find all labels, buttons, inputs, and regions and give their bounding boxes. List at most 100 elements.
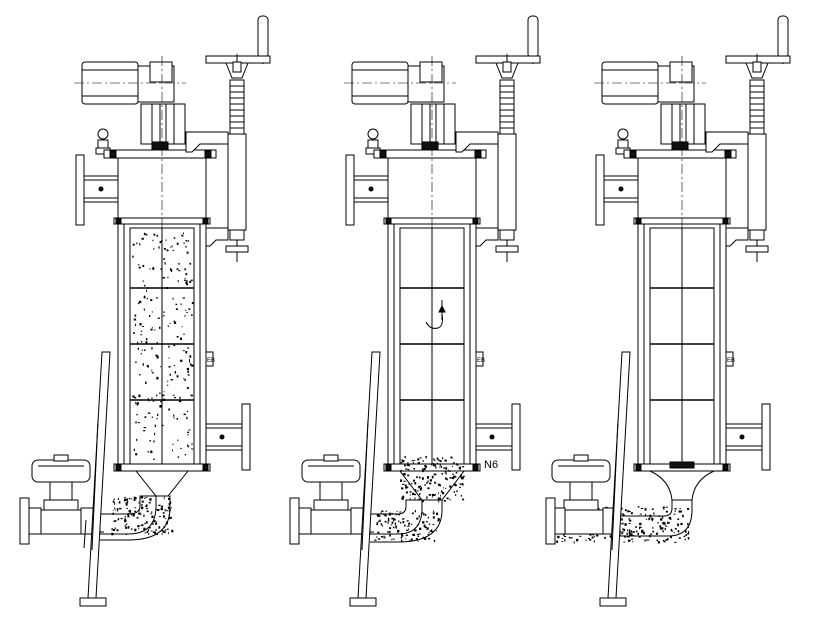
- particle: [141, 349, 143, 352]
- particle: [453, 462, 455, 464]
- particle: [416, 517, 419, 520]
- particle: [399, 511, 402, 513]
- inlet-nozzle: [75, 154, 119, 226]
- particle: [658, 515, 660, 517]
- particle: [141, 500, 144, 503]
- particle: [443, 487, 445, 489]
- particle: [400, 462, 403, 464]
- particle: [147, 451, 149, 453]
- particle: [162, 512, 165, 514]
- particle: [431, 475, 434, 479]
- particle: [151, 347, 153, 350]
- particle: [146, 298, 148, 300]
- particle: [153, 248, 155, 250]
- particle: [660, 518, 663, 521]
- particle: [183, 242, 185, 244]
- particle: [391, 539, 393, 541]
- particle: [628, 540, 631, 541]
- particle: [135, 401, 137, 405]
- manual-handwheel: [475, 15, 541, 79]
- particle: [400, 469, 402, 473]
- drain-elbow: [619, 499, 693, 537]
- particle: [644, 508, 647, 511]
- particle: [167, 506, 170, 510]
- particle: [678, 510, 680, 513]
- particle: [403, 480, 406, 482]
- particle: [678, 537, 681, 539]
- particle: [166, 287, 168, 289]
- particle: [431, 530, 434, 533]
- particle: [133, 448, 135, 451]
- particle: [162, 424, 164, 427]
- particle: [189, 360, 191, 363]
- particle: [455, 472, 458, 474]
- particle: [433, 458, 435, 461]
- particle: [139, 497, 141, 499]
- particle: [170, 379, 173, 381]
- particle: [397, 529, 400, 533]
- particle: [579, 535, 582, 537]
- particle: [140, 340, 143, 343]
- particle: [635, 526, 638, 528]
- particle: [136, 414, 138, 416]
- particle: [116, 508, 119, 511]
- particle: [163, 391, 165, 393]
- particle: [659, 525, 662, 528]
- particle: [125, 503, 128, 506]
- particle: [622, 514, 625, 516]
- particle: [384, 514, 387, 517]
- particle: [187, 445, 190, 448]
- particle: [138, 394, 141, 398]
- particle: [398, 520, 400, 523]
- particle: [158, 526, 161, 529]
- particle: [660, 528, 663, 530]
- particle: [674, 541, 677, 543]
- particle: [622, 528, 625, 531]
- particle: [429, 479, 432, 482]
- particle: [381, 510, 384, 512]
- particle: [137, 347, 139, 350]
- particle: [156, 342, 158, 344]
- particle: [423, 513, 425, 516]
- drive-motor: [74, 61, 186, 105]
- particle: [406, 520, 409, 522]
- particle: [148, 412, 150, 414]
- particle: [114, 520, 117, 522]
- particle: [133, 318, 137, 321]
- particle: [437, 518, 440, 521]
- particle: [143, 232, 146, 236]
- particle: [180, 337, 182, 340]
- particle: [153, 329, 156, 331]
- particle: [161, 505, 164, 508]
- particle: [414, 510, 416, 513]
- particle: [644, 539, 646, 542]
- particle: [148, 501, 151, 504]
- particle: [440, 465, 442, 468]
- particle: [184, 315, 186, 317]
- particle: [407, 462, 409, 464]
- particle: [151, 523, 154, 525]
- particle: [155, 297, 159, 299]
- particle: [422, 536, 424, 539]
- particle: [176, 242, 179, 245]
- particle: [433, 464, 436, 467]
- particle: [648, 517, 651, 521]
- particle: [171, 245, 173, 248]
- particle: [427, 480, 429, 483]
- particle: [434, 459, 436, 461]
- particle: [421, 477, 424, 480]
- particle: [568, 536, 571, 539]
- particle: [434, 494, 436, 496]
- particle: [113, 498, 115, 500]
- particle: [142, 363, 144, 366]
- particle: [657, 541, 660, 544]
- particle: [412, 534, 414, 536]
- drain-valve: [19, 497, 104, 545]
- particle: [183, 279, 187, 281]
- particle: [144, 416, 147, 418]
- particle: [145, 341, 148, 344]
- particle: [168, 366, 170, 368]
- particle: [162, 394, 165, 396]
- particle: [128, 509, 131, 513]
- particle: [167, 380, 169, 383]
